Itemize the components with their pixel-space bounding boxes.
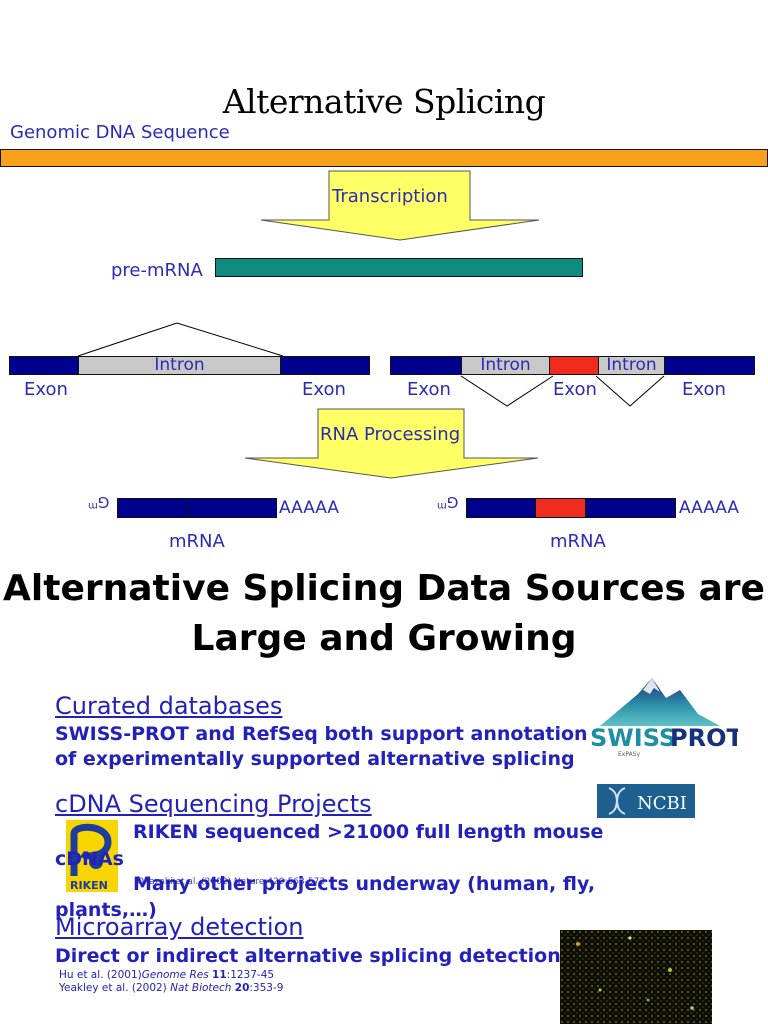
citation-pages: :1237-45 — [226, 969, 275, 981]
riken-logo-text: RIKEN — [70, 879, 108, 892]
poly-a-tail: AAAAA — [679, 498, 740, 518]
citation-authors: Hu et al. (2001) — [59, 969, 142, 981]
section-text: RIKEN sequenced >21000 full length mouse — [133, 821, 604, 843]
exon-block — [9, 356, 79, 375]
section-text: Direct or indirect alternative splicing … — [55, 945, 561, 967]
rna-processing-label: RNA Processing — [320, 424, 461, 445]
citation-volume: 11 — [212, 969, 227, 981]
citation-journal: Genome Res — [141, 969, 209, 981]
exon-label: Exon — [553, 379, 597, 400]
intron-block: Intron — [461, 356, 550, 375]
cap-super: m — [437, 500, 447, 511]
rna-processing-arrow — [244, 408, 539, 479]
exon-block — [117, 498, 187, 518]
slide-2-title: Alternative Splicing Data Sources are La… — [3, 568, 765, 659]
swissprot-logo-text-a: SWISS — [590, 724, 676, 752]
exon-block — [585, 498, 676, 518]
section-text: SWISS-PROT and RefSeq both support annot… — [55, 723, 588, 745]
exon-label: Exon — [407, 379, 451, 400]
citation-journal: Nat Biotech — [170, 982, 232, 994]
citation-authors: Yeakley et al. (2002) — [59, 982, 167, 994]
intron-label: Intron — [154, 355, 205, 375]
swissprot-logo-text-b: PROT — [670, 724, 738, 752]
genomic-dna-bar — [0, 149, 768, 167]
exon-block — [664, 356, 755, 375]
alternative-exon-block — [549, 356, 599, 375]
citation-pages: :353-9 — [249, 982, 284, 994]
ncbi-logo: NCBI — [597, 784, 695, 818]
citation: Hu et al. (2001)Genome Res 11:1237-45 — [59, 969, 274, 981]
section-heading: cDNA Sequencing Projects — [55, 790, 372, 818]
cap-text: G — [446, 493, 459, 511]
intron-block: Intron — [598, 356, 665, 375]
intron-label: Intron — [606, 355, 657, 375]
citation: Yeakley et al. (2002) Nat Biotech 20:353… — [59, 982, 283, 994]
exon-label: Exon — [24, 379, 68, 400]
cap-label: Gm — [437, 493, 458, 511]
section-text: of experimentally supported alternative … — [55, 748, 575, 770]
section-heading: Curated databases — [55, 692, 283, 720]
slide-title: Alternative Splicing — [222, 82, 546, 121]
swissprot-logo: SWISS PROT ExPASy — [590, 678, 738, 758]
section-text: cDNAs — [55, 848, 124, 870]
genomic-dna-label: Genomic DNA Sequence — [10, 122, 230, 143]
cap-super: m — [88, 500, 98, 511]
overlay-citation: Okazaki et al. (2002) Nature 420:563-573 — [137, 877, 326, 887]
exon-block — [390, 356, 462, 375]
poly-a-tail: AAAAA — [279, 498, 340, 518]
splice-lines — [460, 375, 665, 407]
alternative-exon-block — [535, 498, 586, 518]
intron-splice-line — [77, 322, 284, 357]
mrna-label: mRNA — [550, 531, 606, 552]
exon-block — [466, 498, 536, 518]
dna-helix-icon: NCBI — [608, 787, 687, 815]
pre-mrna-bar — [215, 258, 583, 277]
section-text: plants,…) — [55, 899, 157, 921]
riken-logo: RIKEN — [66, 820, 118, 892]
section-text: Many other projects underway (human, fly… — [133, 873, 596, 895]
cap-text: G — [97, 493, 110, 511]
ncbi-logo-text: NCBI — [637, 793, 687, 814]
swissprot-logo-small: ExPASy — [618, 751, 640, 758]
transcription-arrow — [260, 170, 540, 241]
section-heading: Microarray detection — [55, 913, 304, 941]
exon-label: Exon — [302, 379, 346, 400]
microarray-image — [560, 930, 712, 1024]
intron-block: Intron — [78, 356, 281, 375]
pre-mrna-label: pre-mRNA — [111, 260, 203, 281]
transcription-label: Transcription — [332, 186, 448, 207]
intron-label: Intron — [480, 355, 531, 375]
exon-block — [186, 498, 277, 518]
mrna-label: mRNA — [169, 531, 225, 552]
riken-mark-icon: RIKEN — [70, 823, 112, 892]
exon-block — [280, 356, 370, 375]
cap-label: Gm — [88, 493, 109, 511]
exon-label: Exon — [682, 379, 726, 400]
citation-volume: 20 — [234, 982, 250, 994]
